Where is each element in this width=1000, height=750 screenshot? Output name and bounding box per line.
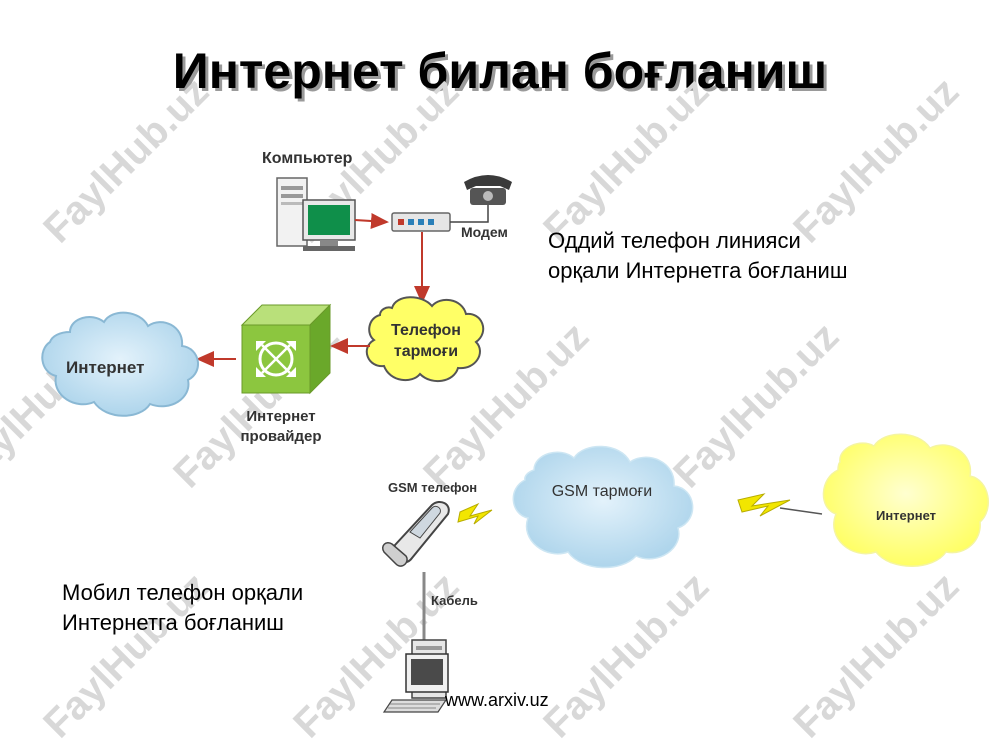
watermark-text: FaylHub.uz [535,564,717,746]
gsm-network-cloud [512,445,694,569]
provider-label: Интернет [246,408,315,425]
watermark-text: FaylHub.uz [785,69,967,251]
gsm-network-label: GSM тармоғи [552,483,653,500]
provider-icon [240,303,332,395]
phone-network-label: Телефон [391,322,461,339]
modem-icon [391,212,451,232]
watermark-text: FaylHub.uz [665,314,847,496]
wireless-signal-icon [737,493,791,517]
mobile-phone-icon [381,501,450,567]
gsm-phone-label: GSM телефон [388,480,477,495]
phone-line [450,204,489,223]
caption-line: Мобил телефон орқали [62,580,304,605]
mobile-caption: Мобил телефон орқали Интернетга боғланиш [62,578,303,638]
page-title: Интернет билан боғланиш [172,43,828,99]
phone-network-label: тармоғи [394,343,458,360]
computer-icon [276,177,356,251]
modem-label: Модем [461,224,508,240]
arrow [354,213,389,229]
footer-url: www.arxiv.uz [445,690,549,710]
connection-line [779,507,823,515]
caption-line: орқали Интернетга боғланиш [548,258,848,283]
telephone-icon [464,175,512,205]
caption-line: Оддий телефон линияси [548,228,801,253]
watermark-text: FaylHub.uz [535,69,717,251]
watermark-text: FaylHub.uz [785,564,967,746]
caption-line: Интернетга боғланиш [62,610,284,635]
provider-label: провайдер [241,428,322,445]
computer-label: Компьютер [262,150,353,167]
phone-network-cloud [365,296,485,383]
cable-label: Кабель [431,593,478,608]
wireless-signal-icon [457,502,493,525]
internet-cloud-blue [41,311,199,417]
internet-cloud-yellow [822,433,989,567]
watermark-text: FaylHub.uz [35,69,217,251]
desktop-computer-icon [382,639,449,713]
dialup-caption: Оддий телефон линияси орқали Интернетга … [548,226,847,286]
internet-label: Интернет [876,508,936,523]
internet-label: Интернет [66,358,144,377]
